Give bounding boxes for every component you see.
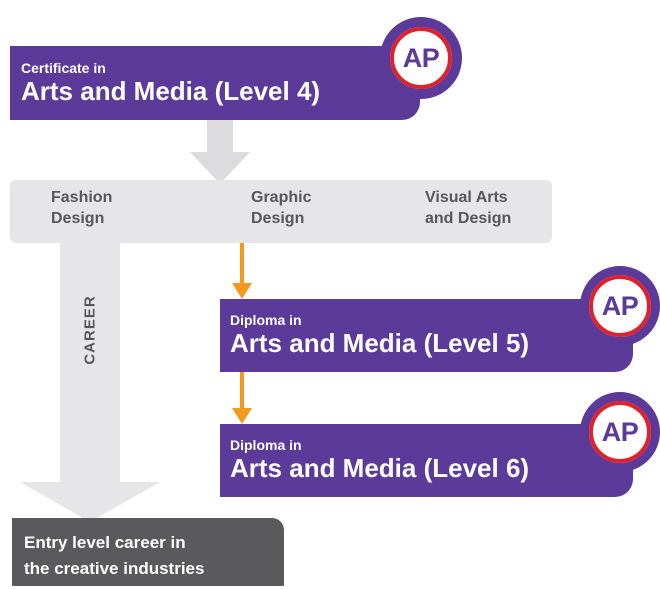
diploma-level5-title: Arts and Media (Level 5) [230,328,530,358]
pathway-band [10,180,552,243]
diploma-level5-box: Diploma in Arts and Media (Level 5) [220,299,633,372]
career-path-bar [60,240,120,485]
pathway-line: and Design [425,210,512,227]
ap-badge-icon: AP [580,392,660,472]
pathway-line: Fashion [51,189,113,206]
certificate-title: Arts and Media (Level 4) [21,76,321,106]
diploma-level6-box: Diploma in Arts and Media (Level 6) [220,424,633,497]
entry-level-career-box: Entry level career in the creative indus… [12,518,284,586]
diploma-level6-prefix: Diploma in [230,437,302,453]
diploma-level6-title: Arts and Media (Level 6) [230,453,530,483]
ap-badge-icon: AP [380,17,462,99]
down-arrow-grey-icon [20,482,160,522]
certificate-box: Certificate in Arts and Media (Level 4) [10,46,420,120]
pathway-visual-arts-design: Visual Arts and Design [425,187,511,229]
pathway-graphic-design: Graphic Design [251,187,311,229]
ap-badge-icon: AP [580,266,660,346]
diploma-level5-prefix: Diploma in [230,312,302,328]
certificate-prefix: Certificate in [21,60,106,76]
pathway-line: Design [251,210,305,227]
down-arrow-grey-icon [190,118,250,184]
ap-badge-text: AP [589,401,651,463]
pathway-fashion-design: Fashion Design [51,187,112,229]
pathway-line: Graphic [251,189,312,206]
ap-badge-text: AP [589,275,651,337]
career-label: CAREER [81,295,99,365]
down-arrow-orange-icon [232,243,252,299]
pathway-line: Design [51,210,105,227]
ap-badge-text: AP [390,27,452,89]
entry-career-line: Entry level career in [24,533,186,552]
pathway-line: Visual Arts [425,189,508,206]
down-arrow-orange-icon [232,372,252,424]
entry-career-line: the creative industries [24,559,205,578]
